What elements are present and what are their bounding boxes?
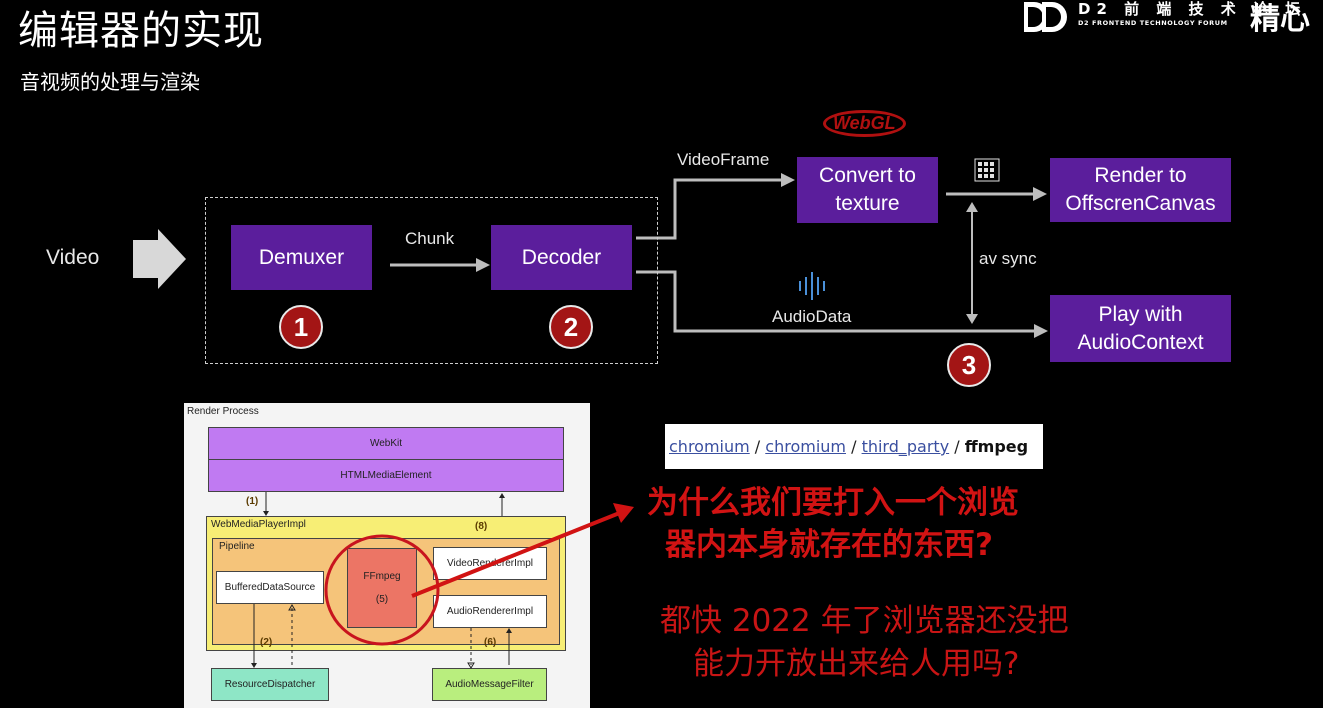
convert-texture-box: Convert to texture <box>797 157 938 223</box>
step-tag-8: (8) <box>475 521 488 532</box>
ffmpeg-number: (5) <box>375 594 389 605</box>
step-badge-1: 1 <box>279 305 323 349</box>
videoframe-label: VideoFrame <box>677 150 770 169</box>
d2-logo-icon <box>1024 2 1067 32</box>
webmediaplayerimpl-label: WebMediaPlayerImpl <box>211 519 306 530</box>
breadcrumb-third-party[interactable]: third_party <box>861 437 950 456</box>
ffmpeg-breadcrumb: chromium / chromium / third_party / ffmp… <box>665 424 1043 469</box>
breadcrumb-ffmpeg: ffmpeg <box>964 437 1029 456</box>
breadcrumb-chromium-1[interactable]: chromium <box>669 437 750 456</box>
breadcrumb-separator: / <box>846 437 862 456</box>
render-offscreen-box: Render to OffscrenCanvas <box>1050 158 1231 222</box>
video-label: Video <box>46 246 100 269</box>
demux-decode-group <box>205 197 658 364</box>
webgl-logo: WebGL <box>823 110 906 137</box>
chromium-arrows <box>251 492 512 669</box>
htmlmediaelement-box: HTMLMediaElement <box>208 459 564 492</box>
render-process-label: Render Process <box>187 406 259 417</box>
audio-wave-icon <box>799 272 825 300</box>
audiodata-label: AudioData <box>772 307 852 326</box>
step-tag-6: (6) <box>484 637 497 648</box>
chunk-label: Chunk <box>405 229 455 248</box>
video-arrow-icon <box>133 229 186 289</box>
audiomessagefilter-box: AudioMessageFilter <box>432 668 547 701</box>
brand-en: D2 FRONTEND TECHNOLOGY FORUM <box>1078 19 1228 27</box>
breadcrumb-separator: / <box>749 437 766 456</box>
resourcedispatcher-box: ResourceDispatcher <box>211 668 329 701</box>
step-tag-2: (2) <box>260 637 273 648</box>
slide-subtitle: 音视频的处理与渲染 <box>20 70 200 94</box>
question-line-4: 能力开放出来给人用吗? <box>693 646 1020 682</box>
question-line-3: 都快 2022 年了浏览器还没把 <box>660 603 1069 639</box>
chromium-media-diagram: Render Process WebKit HTMLMediaElement W… <box>184 403 590 708</box>
pipeline-label: Pipeline <box>219 541 255 552</box>
audiorendererimpl-box: AudioRendererImpl <box>433 595 547 628</box>
breadcrumb-chromium-2[interactable]: chromium <box>765 437 846 456</box>
play-audiocontext-box: Play with AudioContext <box>1050 295 1231 362</box>
brand-logo: D2 前 端 技 术 论 坛 D2 FRONTEND TECHNOLOGY FO… <box>1022 0 1323 37</box>
videoframe-arrow <box>636 178 783 240</box>
brand-cn: D2 前 端 技 术 论 坛 <box>1078 0 1307 18</box>
audiodata-arrow <box>636 270 1036 333</box>
buffereddatasource-box: BufferedDataSource <box>216 571 324 604</box>
breadcrumb-separator: / <box>949 437 965 456</box>
ffmpeg-box: FFmpeg (5) <box>347 548 417 628</box>
pixel-grid-icon <box>974 158 1000 182</box>
step-badge-2: 2 <box>549 305 593 349</box>
question-line-1: 为什么我们要打入一个浏览 <box>647 485 1019 521</box>
step-tag-1: (1) <box>246 496 259 507</box>
flow-connectors <box>133 158 1048 338</box>
slide-title: 编辑器的实现 <box>18 8 264 54</box>
brand-extra: 精心 <box>1250 2 1310 37</box>
question-line-2: 器内本身就存在的东西? <box>665 527 993 563</box>
ffmpeg-highlight-circle <box>324 534 440 646</box>
decoder-box: Decoder <box>491 225 632 290</box>
avsync-label: av sync <box>979 249 1037 268</box>
ffmpeg-label: FFmpeg <box>363 571 401 582</box>
demuxer-box: Demuxer <box>231 225 372 290</box>
step-badge-3: 3 <box>947 343 991 387</box>
